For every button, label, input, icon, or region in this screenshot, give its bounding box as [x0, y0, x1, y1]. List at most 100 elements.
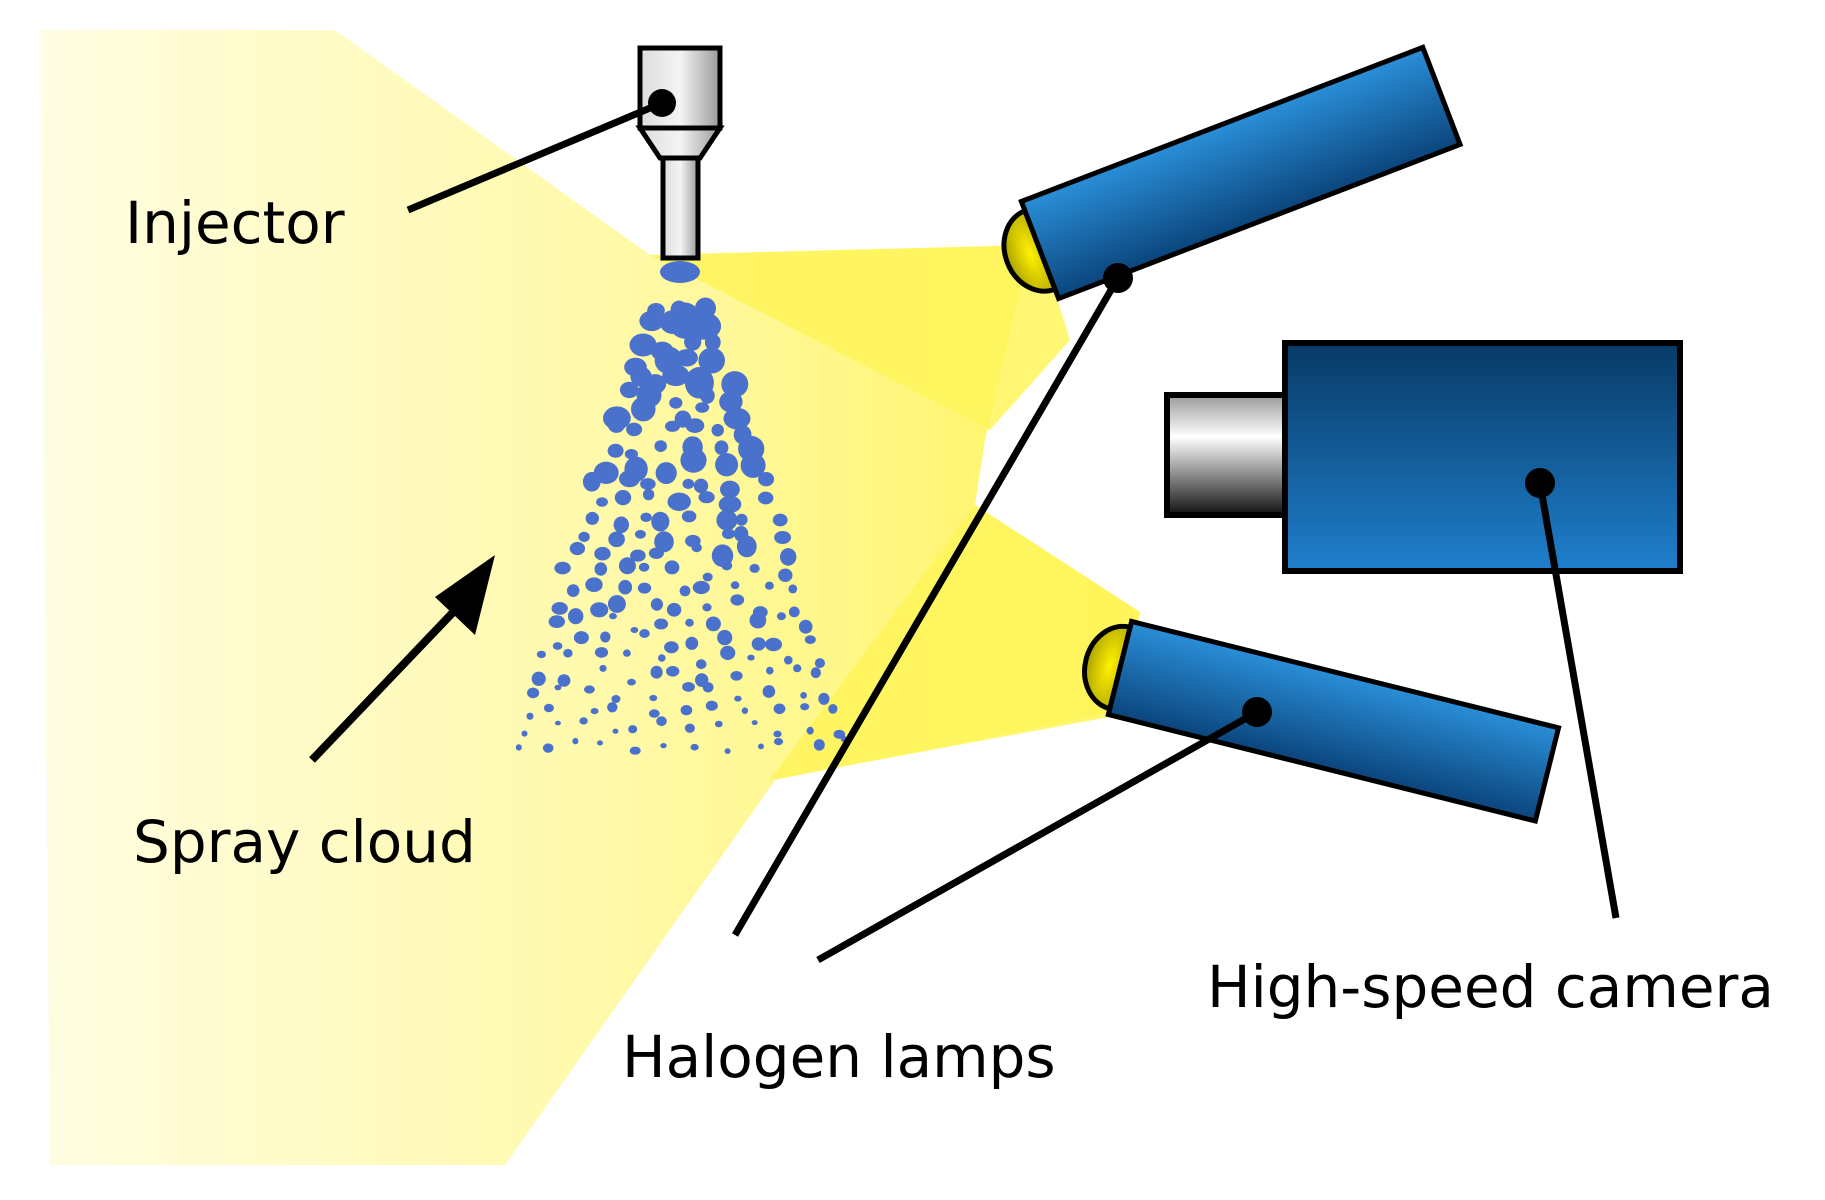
- spray-droplet: [600, 631, 611, 643]
- spray-droplet: [664, 560, 680, 575]
- spray-droplet: [654, 531, 674, 553]
- spray-droplet: [762, 685, 776, 698]
- camera-label: High-speed camera: [1207, 953, 1774, 1021]
- spray-droplet: [608, 531, 625, 548]
- spray-droplet: [572, 737, 579, 745]
- spray-droplet: [607, 443, 624, 458]
- spray-droplet: [551, 602, 568, 615]
- spray-droplet: [521, 730, 528, 737]
- lamp-reflector-bottom: [1082, 623, 1134, 712]
- spray-droplet: [596, 497, 608, 507]
- spray-droplet: [669, 397, 683, 409]
- spray-droplet: [685, 636, 699, 650]
- spray-droplet: [685, 618, 694, 627]
- spray-droplet: [654, 618, 669, 630]
- spray-droplet: [702, 603, 712, 612]
- spray-droplet: [776, 612, 786, 621]
- spray-droplet: [557, 674, 571, 687]
- spray-droplet: [693, 478, 709, 494]
- spray-droplet: [702, 572, 713, 582]
- spray-droplet: [698, 491, 715, 504]
- halogen-lamp-bottom: [1082, 618, 1562, 825]
- spray-droplet: [730, 594, 745, 606]
- spray-droplet: [828, 704, 838, 714]
- spray-droplet: [714, 440, 729, 456]
- spray-droplet: [766, 666, 774, 675]
- spray-droplet: [568, 608, 584, 625]
- spray-droplet: [590, 708, 599, 715]
- spray-droplet: [684, 723, 695, 733]
- spray-droplet: [730, 671, 743, 681]
- spray-droplet: [780, 548, 797, 566]
- spray-droplet: [619, 381, 639, 399]
- spray-droplet: [629, 333, 657, 357]
- spray-droplet: [680, 705, 693, 716]
- spray-droplet: [650, 598, 664, 611]
- spray-droplet: [515, 744, 522, 751]
- spray-droplet: [666, 666, 680, 677]
- spray-droplet: [554, 561, 571, 575]
- spray-droplet: [582, 472, 601, 492]
- spray-droplet: [594, 647, 609, 658]
- spray-droplet: [566, 584, 580, 597]
- spray-droplet: [758, 491, 774, 505]
- camera-lens: [1164, 392, 1295, 518]
- spray-droplet: [640, 478, 656, 490]
- spray-droplet: [607, 595, 626, 613]
- spray-droplet: [772, 513, 788, 527]
- spray-droplet: [702, 682, 714, 693]
- spray-droplet: [599, 664, 607, 672]
- spray-droplet: [720, 645, 736, 661]
- spray-droplet: [612, 728, 619, 734]
- spray-droplet: [806, 726, 814, 735]
- spray-droplet: [705, 700, 718, 711]
- spray-droplet: [619, 470, 640, 488]
- spray-droplet: [543, 703, 554, 713]
- spray-droplet: [690, 743, 699, 751]
- spray-droplet: [695, 659, 707, 670]
- spray-droplet: [658, 654, 666, 662]
- spray-droplet: [723, 407, 751, 430]
- camera-icon: [1164, 340, 1683, 574]
- spray-droplet: [692, 580, 710, 595]
- spray-droplet: [719, 391, 743, 413]
- spray-droplet: [698, 347, 725, 374]
- spray-droplet: [685, 418, 705, 433]
- spray-droplet: [774, 531, 791, 544]
- spray-droplet: [749, 563, 760, 573]
- spray-droplet: [751, 720, 758, 726]
- spray-droplet: [594, 546, 611, 561]
- spray-droplet: [626, 422, 643, 437]
- spray-droplet: [618, 579, 633, 595]
- spray-droplet: [724, 748, 731, 754]
- spray-droplet: [705, 616, 721, 632]
- spray-droplet: [614, 490, 632, 506]
- spray-droplet: [649, 694, 658, 702]
- spray-cloud-label: Spray cloud: [133, 808, 476, 876]
- spray-droplet: [563, 648, 573, 658]
- spray-droplet: [681, 510, 697, 523]
- spray-droplet: [793, 664, 802, 673]
- spray-droplet: [716, 509, 738, 531]
- spray-droplet: [628, 725, 638, 734]
- spray-droplet: [608, 417, 625, 433]
- spray-droplet: [717, 629, 733, 646]
- spray-droplet: [818, 692, 830, 705]
- spray-droplet: [660, 261, 700, 283]
- spray-droplet: [758, 743, 764, 750]
- spray-droplet: [664, 641, 679, 654]
- spray-droplet: [634, 529, 646, 539]
- spray-droplet: [637, 582, 652, 594]
- leader-dots: [1103, 263, 1555, 727]
- spray-cloud-arrow-icon: [309, 555, 495, 763]
- camera-body: [1282, 340, 1683, 574]
- spray-droplet: [684, 333, 702, 351]
- spray-droplet: [665, 420, 680, 432]
- spray-droplet: [747, 654, 755, 661]
- spray-droplet: [813, 739, 825, 751]
- spray-droplet: [642, 488, 655, 501]
- spray-droplet: [648, 547, 664, 559]
- spray-droplet: [773, 703, 786, 715]
